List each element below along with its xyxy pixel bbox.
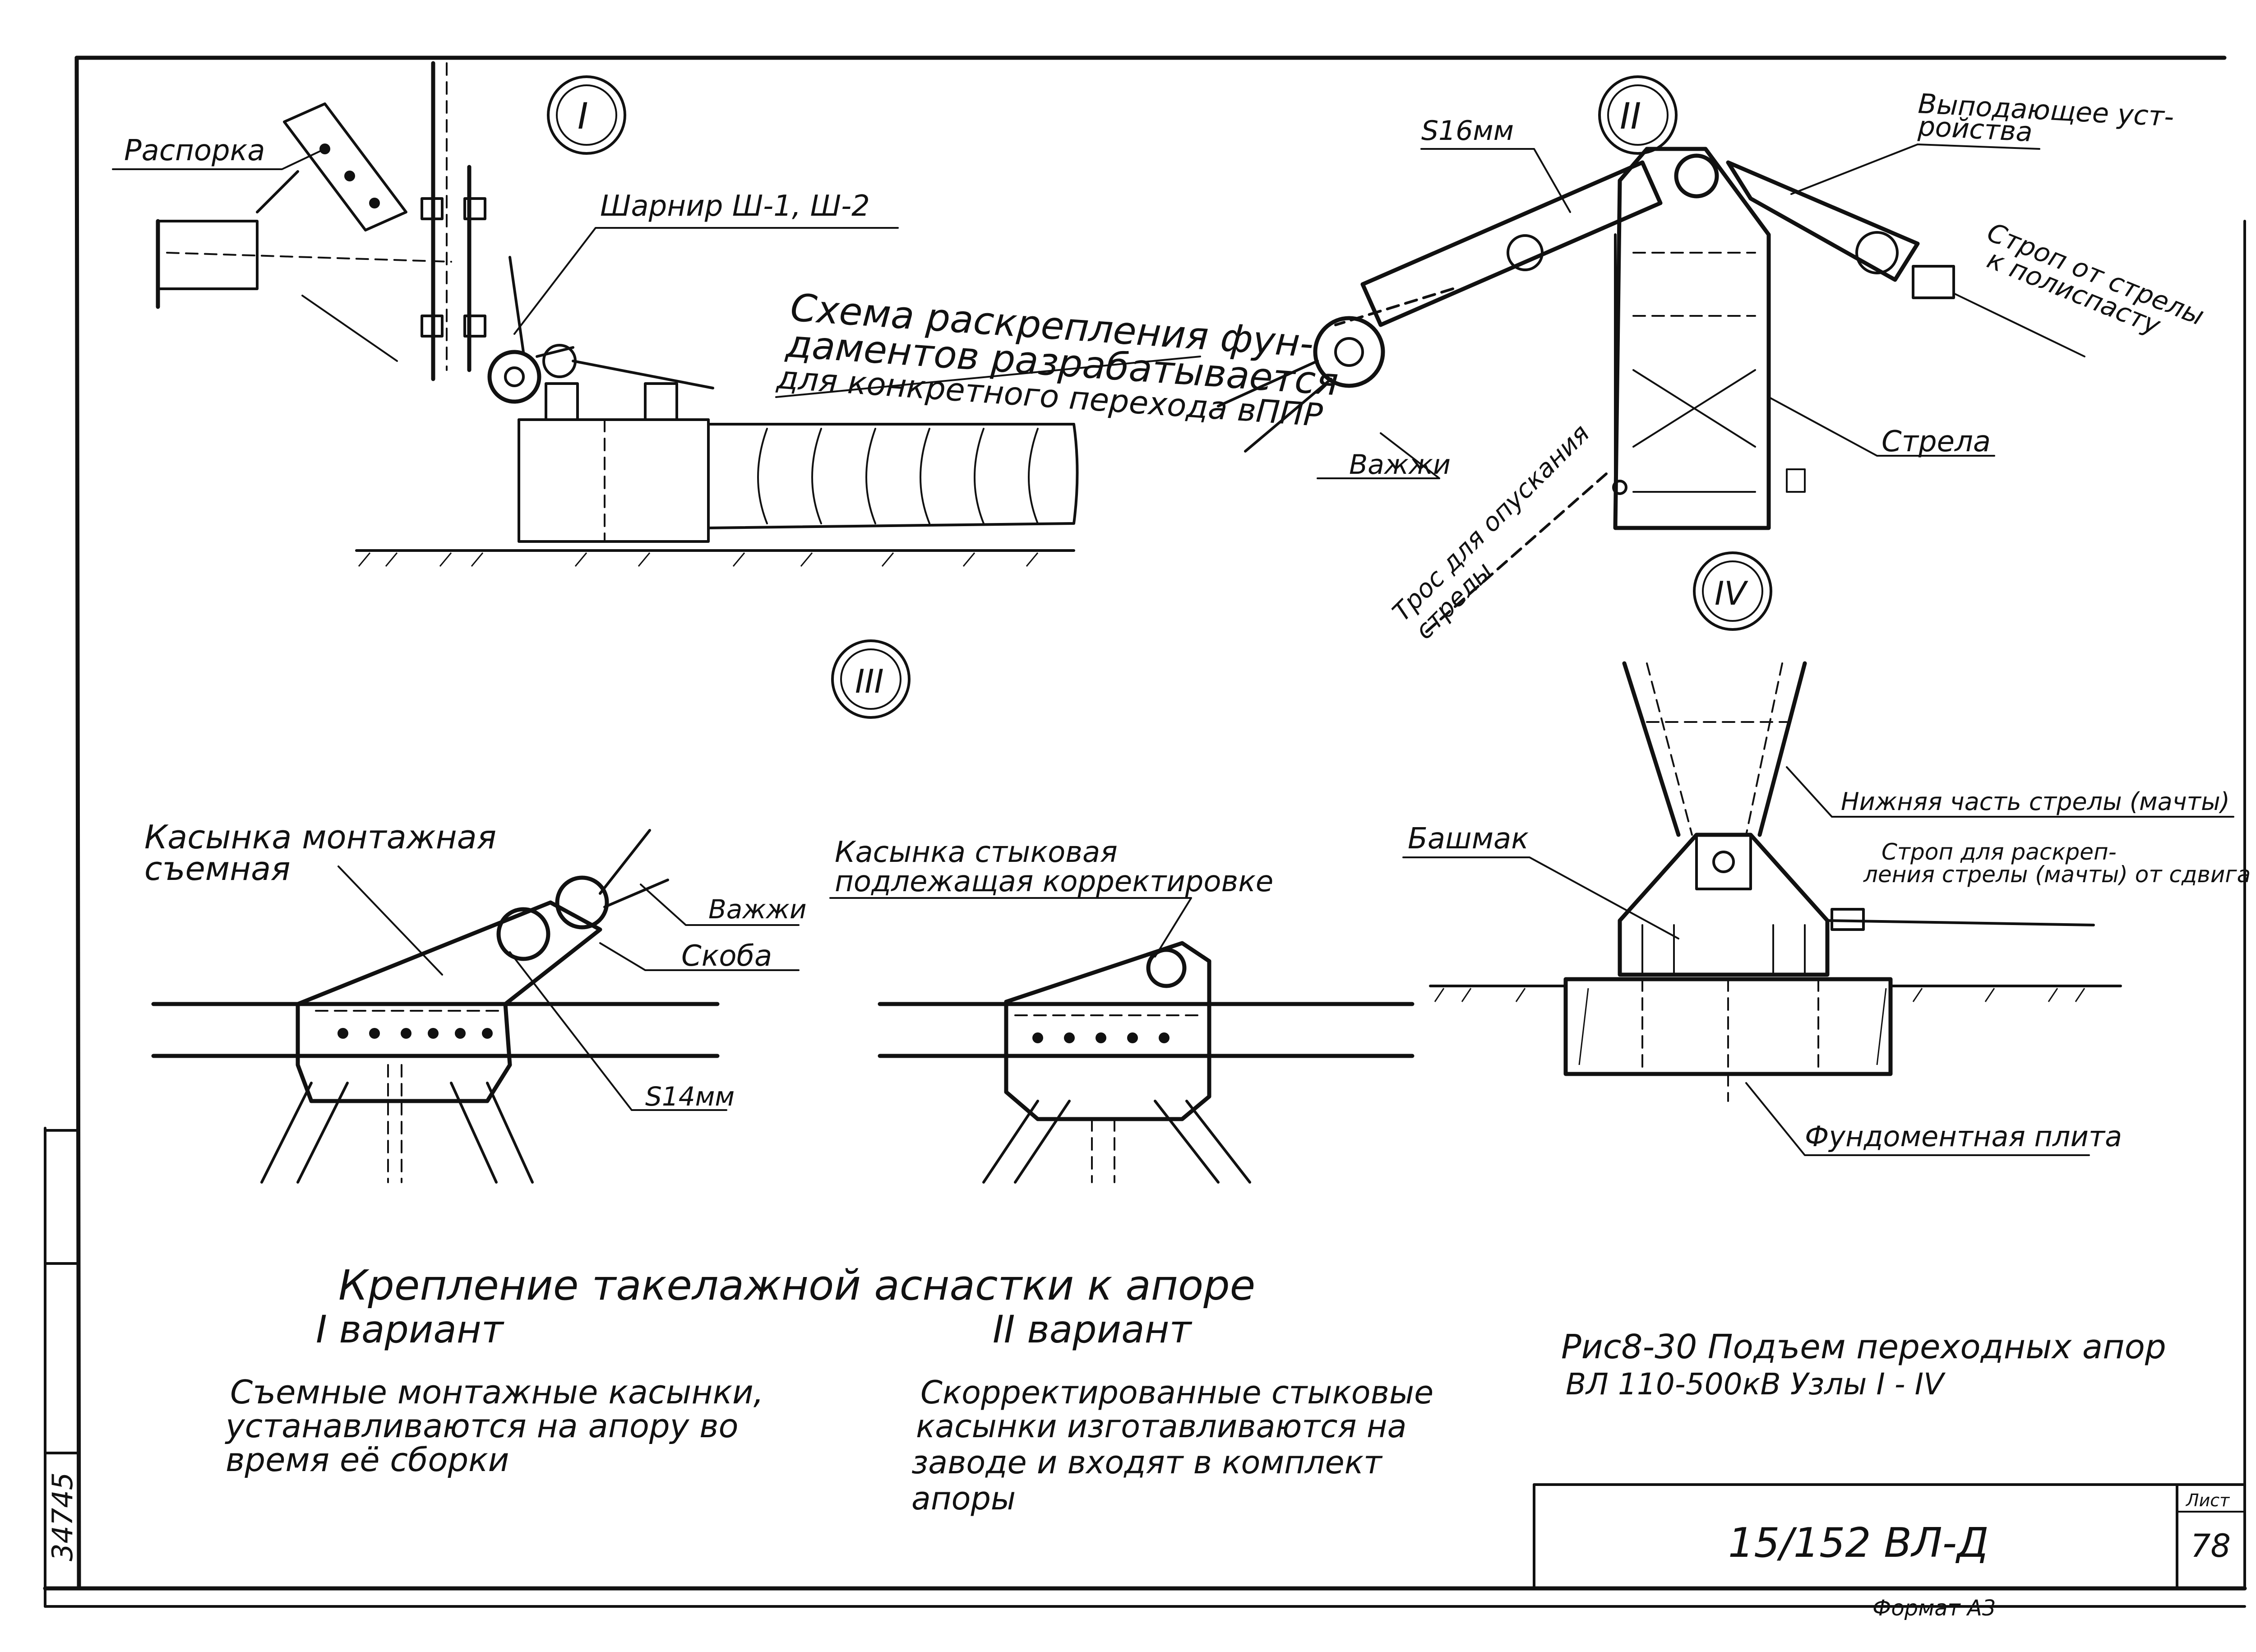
variant-1-line-2: устанавливаются на апору во	[225, 1407, 739, 1445]
variant-2-line-4: апоры	[911, 1480, 1016, 1517]
variant-1-line-1: Съемные монтажные касынки,	[230, 1373, 764, 1411]
variant-1-line-3: время её сборки	[226, 1441, 509, 1479]
variant-2-line-1: Скорректированные стыковые	[920, 1374, 1433, 1411]
node-4-detail: IV Нижняя часть стрелы (мачты) Башм	[1402, 551, 2251, 1156]
caption-block: Крепление такелажной аснастки к апоре I …	[225, 1261, 2166, 1517]
label-vypad-2: ройства	[1917, 111, 2033, 148]
doc-code: 15/152 ВЛ-Д	[1728, 1519, 1988, 1567]
paper-format: Формат А3	[1872, 1596, 1996, 1621]
variant-2-joint	[878, 941, 1415, 1184]
label-kos-styk-1: Касынка стыковая	[835, 836, 1118, 869]
variant-2-line-2: касынки изготавливаются на	[916, 1408, 1407, 1445]
sheet-label: Лист	[2185, 1490, 2230, 1510]
label-s14: S14мм	[645, 1081, 735, 1112]
label-skoba: Скоба	[681, 939, 772, 973]
node-3-number: III	[855, 662, 884, 700]
node-2-detail: II S16мм Выподающее уст- ройства Стро	[1217, 75, 2209, 645]
variant-1-heading: I вариант	[316, 1307, 504, 1351]
label-s16: S16мм	[1421, 115, 1514, 147]
node-3-marker	[831, 639, 911, 719]
label-vazhi-3: Важжи	[708, 894, 807, 925]
node-1-number: I	[578, 95, 588, 137]
title-block: 15/152 ВЛ-Д Лист 78 Формат А3 34745	[46, 1472, 2246, 1621]
node-4-number: IV	[1715, 574, 1748, 612]
figure-caption-2: ВЛ 110-500кВ Узлы I - IV	[1566, 1367, 1946, 1402]
label-rasporka: Распорка	[124, 134, 265, 167]
label-vazhi-2: Важжи	[1349, 449, 1451, 481]
label-strop-4-2: ления стрелы (мачты) от сдвига	[1863, 861, 2251, 888]
node-4-marker	[1693, 551, 1772, 631]
node-3-detail: III Касынка монтажная съемная Важжи	[144, 639, 1415, 1184]
label-strela: Стрела	[1882, 425, 1991, 458]
label-plita: Фундоментная плита	[1805, 1120, 2122, 1153]
figure-caption-1: Рис8-30 Подъем переходных апор	[1561, 1328, 2166, 1366]
caption-title: Крепление такелажной аснастки к апоре	[338, 1261, 1255, 1310]
label-strop-4-1: Строп для раскреп-	[1882, 839, 2117, 865]
inventory-number: 34745	[46, 1472, 79, 1561]
label-bashmak: Башмак	[1408, 822, 1529, 856]
sheet-frame	[43, 56, 2247, 1608]
node-2-marker	[1598, 75, 1678, 155]
variant-2-heading: II вариант	[993, 1307, 1193, 1351]
sheet-number: 78	[2191, 1527, 2231, 1564]
label-nizh: Нижняя часть стрелы (мачты)	[1841, 787, 2230, 816]
node-1-marker	[547, 75, 626, 155]
node-1-detail: I	[112, 61, 1340, 567]
label-sharnir: Шарнир Ш-1, Ш-2	[600, 190, 870, 223]
label-kos-mont-2: съемная	[144, 850, 291, 888]
variant-2-line-3: заводе и входят в комплект	[911, 1444, 1383, 1481]
label-kos-mont-1: Касынка монтажная	[144, 818, 496, 856]
node-2-number: II	[1620, 95, 1641, 137]
variant-1-joint	[151, 829, 720, 1184]
label-kos-styk-2: подлежащая корректировке	[835, 865, 1273, 898]
